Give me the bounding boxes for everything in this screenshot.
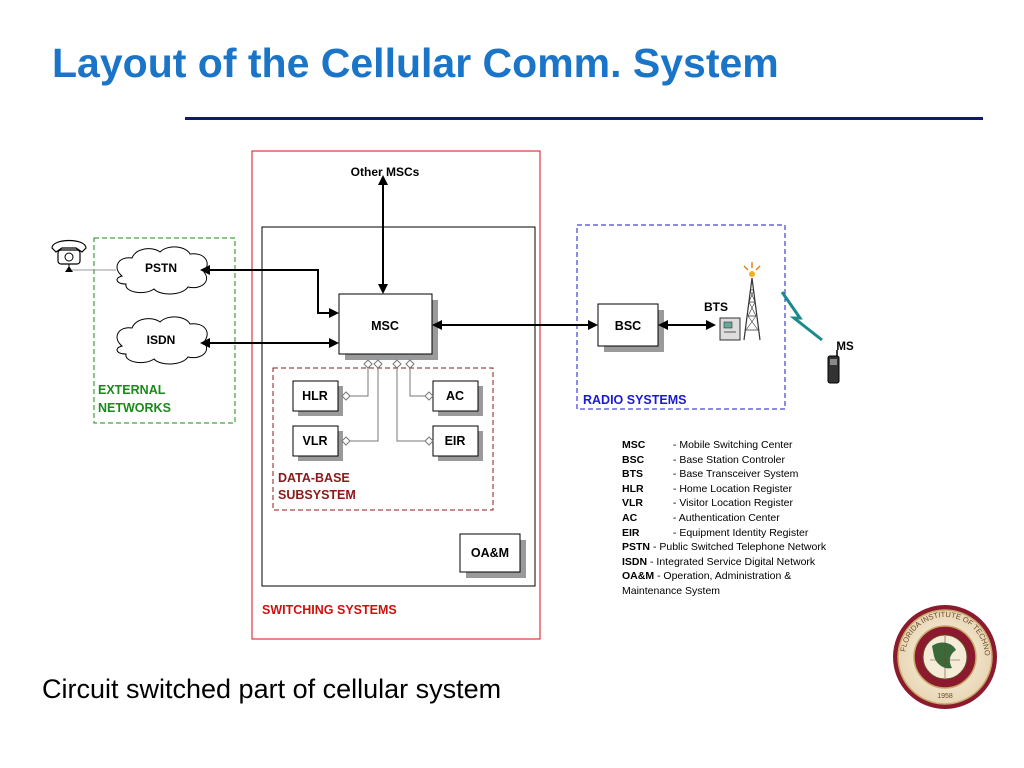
msc-node: MSC: [338, 293, 438, 360]
svg-text:ISDN: ISDN: [147, 333, 176, 347]
legend-abbr: ISDN: [622, 555, 648, 568]
legend-row: MSC - Mobile Switching Center: [622, 438, 826, 453]
legend-definition: - Mobile Switching Center: [672, 439, 793, 451]
svg-text:OA&M: OA&M: [471, 546, 509, 560]
legend-definition: - Authentication Center: [672, 511, 780, 524]
pstn-msc-link: [200, 265, 339, 318]
svg-text:PSTN: PSTN: [145, 261, 177, 275]
legend-definition: Maintenance System: [622, 584, 721, 597]
legend-definition: - Operation, Administration &: [657, 570, 792, 583]
legend-row: BTS - Base Transceiver System: [622, 467, 826, 482]
eir-node: EIR: [432, 425, 483, 461]
legend-definition: - Home Location Register: [672, 482, 792, 495]
legend-row: PSTN - Public Switched Telephone Network: [622, 540, 826, 555]
legend-definition: - Base Station Controler: [672, 453, 785, 466]
msc-db-connectors: [341, 359, 434, 446]
hlr-node: HLR: [292, 380, 343, 416]
mobile-phone-icon: [827, 350, 840, 384]
legend-row: OA&M - Operation, Administration &: [622, 569, 826, 584]
legend-row: AC - Authentication Center: [622, 511, 826, 526]
external-networks-label-1: EXTERNAL: [98, 383, 166, 397]
legend-abbr: EIR: [622, 526, 640, 539]
legend-abbr: BSC: [622, 453, 645, 466]
database-label-2: SUBSYSTEM: [278, 488, 356, 502]
svg-text:1958: 1958: [937, 693, 953, 700]
radio-wave-icon: [780, 291, 823, 342]
legend-row: BSC - Base Station Controler: [622, 453, 826, 468]
slide-title: Layout of the Cellular Comm. System: [52, 40, 779, 86]
database-subsystem-group: [272, 367, 494, 511]
legend-row: EIR - Equipment Identity Register: [622, 526, 826, 541]
legend-abbr: BTS: [622, 468, 643, 481]
other-mscs-label: Other MSCs: [351, 165, 420, 179]
slide-caption: Circuit switched part of cellular system: [42, 674, 502, 704]
legend-row: HLR - Home Location Register: [622, 482, 826, 497]
bts-tower-icon: [719, 262, 761, 341]
legend-abbr: VLR: [622, 497, 643, 510]
legend-row: Maintenance System: [622, 584, 826, 599]
switching-systems-group: [251, 150, 541, 640]
oam-node: OA&M: [459, 533, 526, 578]
pstn-cloud: PSTN: [116, 246, 208, 295]
legend-definition: - Public Switched Telephone Network: [652, 541, 827, 554]
external-networks-label-2: NETWORKS: [98, 401, 171, 415]
legend-row: VLR - Visitor Location Register: [622, 496, 826, 511]
legend-abbr: HLR: [622, 482, 644, 495]
vlr-node: VLR: [292, 425, 343, 461]
isdn-cloud: ISDN: [116, 316, 208, 365]
switching-systems-label: SWITCHING SYSTEMS: [262, 603, 397, 617]
external-networks-group: [93, 237, 236, 424]
ms-label: MS: [836, 341, 854, 353]
legend-definition: - Base Transceiver System: [672, 468, 799, 481]
radio-systems-label: RADIO SYSTEMS: [583, 393, 687, 407]
database-label-1: DATA-BASE: [278, 471, 350, 485]
legend-abbr: OA&M: [622, 570, 655, 583]
legend-abbr: AC: [622, 511, 638, 524]
telephone-icon: [51, 239, 87, 272]
title-rule: [185, 117, 983, 120]
svg-text:HLR: HLR: [302, 389, 328, 403]
msc-inner-frame: [261, 226, 536, 587]
svg-text:VLR: VLR: [303, 434, 328, 448]
svg-text:BSC: BSC: [615, 319, 641, 333]
legend-abbr: MSC: [622, 439, 646, 451]
ac-node: AC: [432, 380, 483, 416]
bsc-node: BSC: [597, 303, 664, 352]
bts-label: BTS: [704, 300, 728, 314]
legend-definition: - Equipment Identity Register: [672, 526, 809, 539]
legend-abbr: PSTN: [622, 541, 651, 554]
svg-text:MSC: MSC: [371, 319, 399, 333]
legend-definition: - Integrated Service Digital Network: [650, 555, 816, 568]
svg-text:EIR: EIR: [445, 434, 466, 448]
legend-definition: - Visitor Location Register: [672, 497, 793, 510]
legend-row: ISDN - Integrated Service Digital Networ…: [622, 555, 826, 570]
radio-systems-group: [576, 224, 786, 410]
svg-text:AC: AC: [446, 389, 464, 403]
